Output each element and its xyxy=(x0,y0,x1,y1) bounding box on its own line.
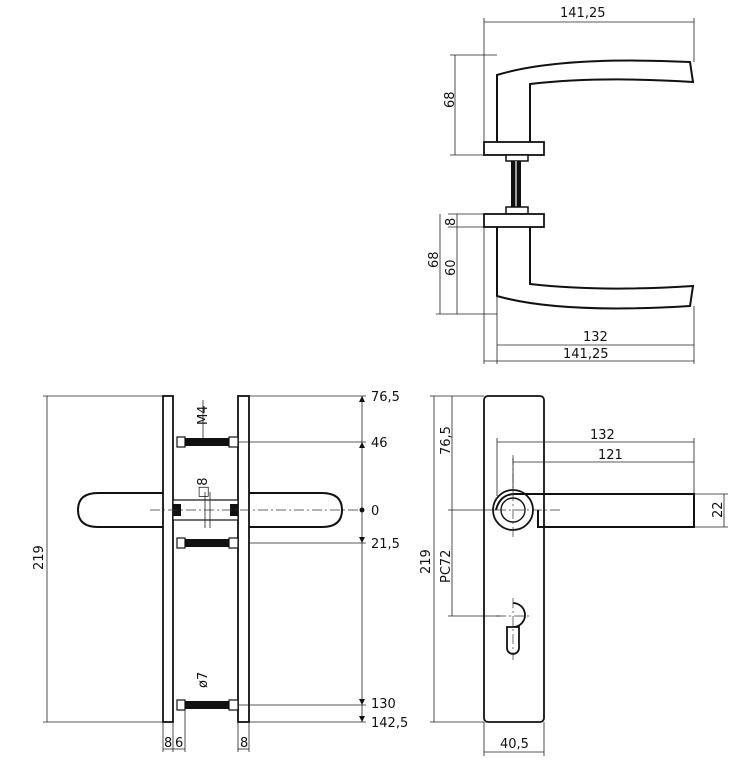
right-grip xyxy=(249,492,344,528)
dim-front-overall: 219 xyxy=(419,549,434,574)
dim-bottom-width: 141,25 xyxy=(563,347,609,362)
dim-plate-right: 8 xyxy=(240,736,248,751)
dim-lower-height: 60 xyxy=(444,259,459,276)
dim-plate-b: 6 xyxy=(175,736,183,751)
left-grip xyxy=(76,492,163,528)
dim-side-bottom: 142,5 xyxy=(371,716,408,731)
spindle-collar-top xyxy=(505,154,529,162)
label-thread: M4 xyxy=(196,406,211,426)
dim-front-top: 76,5 xyxy=(439,426,454,455)
screw-upper xyxy=(176,436,239,448)
upper-rose xyxy=(483,141,545,156)
left-plate xyxy=(162,395,174,723)
screw-lower xyxy=(176,699,239,711)
dim-side-axis: 0 xyxy=(371,504,379,519)
right-plate xyxy=(237,395,250,723)
lower-lever xyxy=(496,227,695,310)
dim-lever-length: 132 xyxy=(583,330,608,345)
front-view: 219 76,5 PC72 132 121 22 40,5 xyxy=(419,395,728,756)
upper-lever xyxy=(496,59,695,142)
dim-side-top: 76,5 xyxy=(371,390,400,405)
top-view: 141,25 68 8 68 60 132 141,25 xyxy=(427,6,695,364)
screw-mid xyxy=(176,537,239,549)
dim-rose-thickness: 8 xyxy=(444,218,459,226)
dim-front-inner: 121 xyxy=(598,448,623,463)
dim-plate-a: 8 xyxy=(164,736,172,751)
dim-top-width: 141,25 xyxy=(560,6,606,21)
dim-front-width: 40,5 xyxy=(500,737,529,752)
dim-upper-height: 68 xyxy=(443,91,458,108)
label-bolt: ø7 xyxy=(196,672,211,688)
dim-front-pc: PC72 xyxy=(439,550,454,583)
label-spindle: □8 xyxy=(196,477,211,498)
dim-lower-total: 68 xyxy=(427,251,442,268)
dim-side-overall: 219 xyxy=(32,545,47,570)
dim-side-screw-lower: 130 xyxy=(371,697,396,712)
spindle-collar-bottom xyxy=(505,206,529,215)
side-view: 76,5 46 0 21,5 130 142,5 219 M4 □8 ø7 8 … xyxy=(32,390,408,752)
dim-front-grip: 22 xyxy=(711,501,726,518)
lower-rose xyxy=(483,213,545,228)
dim-side-screw-mid: 21,5 xyxy=(371,537,400,552)
front-plate xyxy=(483,395,545,723)
dim-front-lever: 132 xyxy=(590,428,615,443)
dim-side-screw-upper: 46 xyxy=(371,436,388,451)
